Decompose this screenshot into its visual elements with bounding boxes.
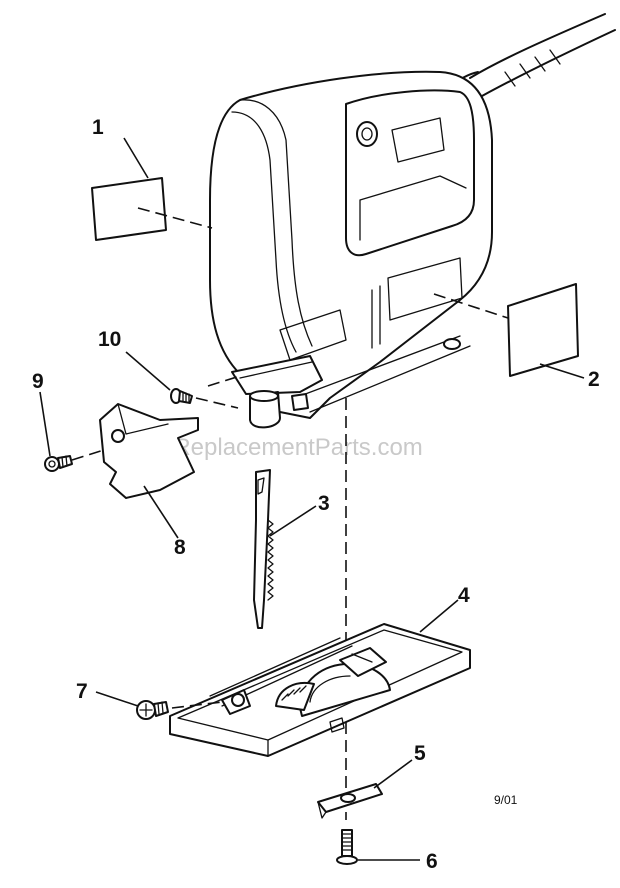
callout-4: 4 — [458, 584, 470, 607]
callout-7: 7 — [76, 680, 88, 703]
part-2-label — [507, 283, 579, 377]
part-6-bolt — [336, 829, 358, 865]
watermark-text: eReplacementParts.com — [160, 434, 423, 461]
date-code: 9/01 — [494, 793, 518, 807]
part-7-screw — [136, 700, 169, 720]
part-10-screw — [170, 388, 193, 404]
callout-5: 5 — [414, 742, 426, 765]
callout-9: 9 — [32, 370, 44, 393]
callout-6: 6 — [426, 850, 438, 873]
part-8-blade-guard — [99, 403, 199, 499]
callout-8: 8 — [174, 536, 186, 559]
callout-10: 10 — [98, 328, 121, 351]
part-9-screw — [44, 455, 73, 472]
part-1-label — [91, 177, 167, 241]
callout-2: 2 — [588, 368, 600, 391]
callout-3: 3 — [318, 492, 330, 515]
jigsaw-housing — [209, 70, 493, 429]
part-5-clamp — [317, 783, 383, 819]
callout-1: 1 — [92, 116, 104, 139]
power-cord — [447, 13, 616, 97]
part-3-blade — [253, 469, 274, 629]
part-4-base-plate — [169, 623, 471, 757]
